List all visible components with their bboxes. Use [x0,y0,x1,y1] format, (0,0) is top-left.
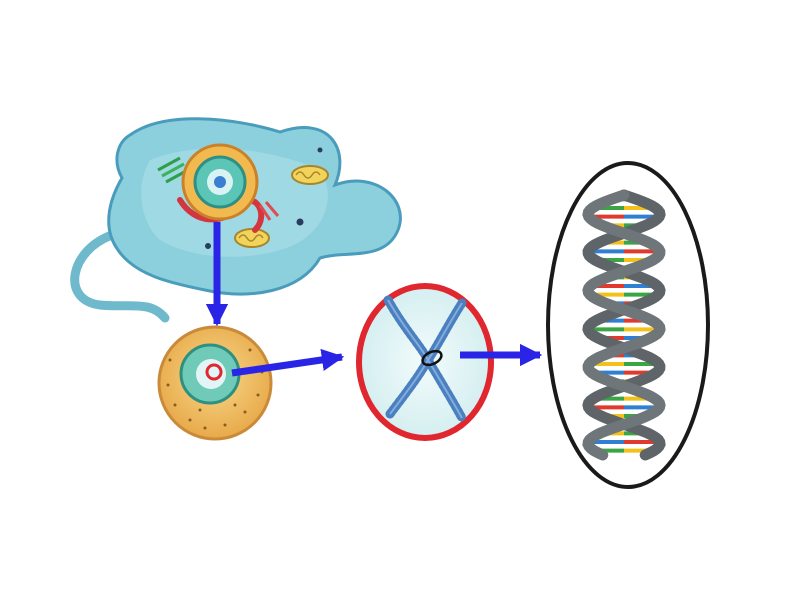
dna-strand-b [582,189,666,461]
chromatid-texture [387,299,463,419]
centromere-highlight [421,349,443,367]
mitochondrion-icon [234,228,270,248]
dna-strand-a [582,189,666,461]
dna-double-helix-icon [546,161,710,489]
nucleus-icon [157,325,273,441]
endoplasmic-reticulum-icon [258,201,280,221]
mitochondrion-icon [291,165,329,185]
cell-nucleus-icon [181,143,259,221]
chromosome-icon [356,283,494,441]
arrow-nucleus-to-chromosome [231,348,345,377]
animal-cell-icon [70,117,402,323]
cell-tail [70,230,170,323]
